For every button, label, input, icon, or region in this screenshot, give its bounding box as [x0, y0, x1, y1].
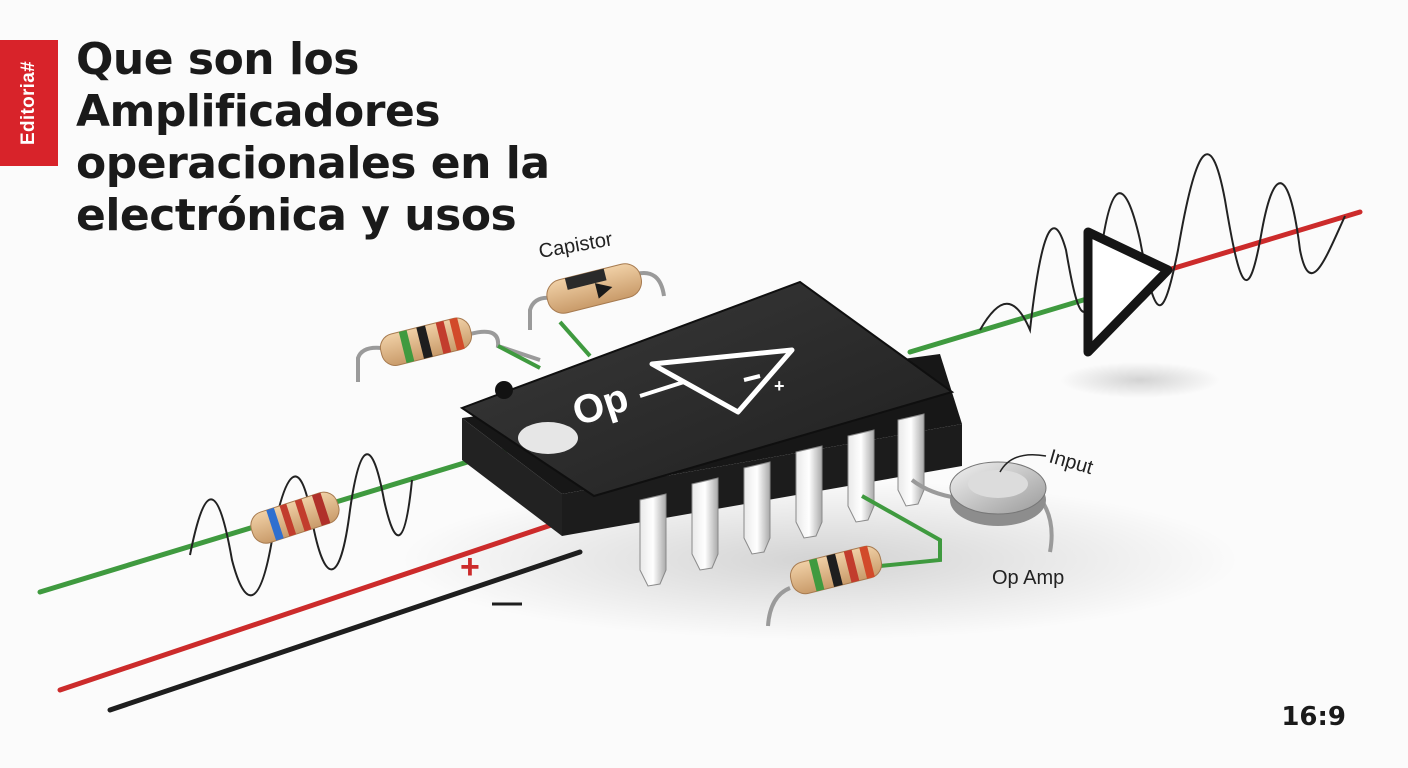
- negative-rail-wire: [107, 549, 583, 713]
- feedback-resistor-icon: [379, 317, 473, 366]
- chip-triangle-symbol-icon: [649, 347, 795, 415]
- op-amp-label: Op Amp: [992, 567, 1064, 589]
- triangle-shadow: [1060, 362, 1220, 398]
- positive-rail-wire: [57, 509, 593, 693]
- output-wire: [907, 295, 1093, 355]
- chip-pins: [639, 413, 925, 587]
- title-line-4: electrónica y usos: [76, 190, 517, 241]
- negative-rail-label: —: [492, 586, 522, 619]
- input-resistor-icon: [250, 491, 340, 544]
- capacitor-icon: [546, 263, 642, 314]
- output-sine-wave-icon: [979, 153, 1346, 334]
- positive-rail-label: +: [460, 548, 480, 586]
- title-line-1: Que son los: [76, 34, 359, 85]
- amplified-output-wire: [1165, 209, 1363, 273]
- title-line-3: operacionales en la: [76, 138, 550, 189]
- aspect-ratio-label: 16:9: [1281, 702, 1346, 732]
- disc-capacitor-icon: [949, 461, 1047, 526]
- chip-plus-sign: +: [774, 376, 785, 396]
- brand-tab: Editoria#: [0, 40, 58, 166]
- title-line-2: Amplificadores: [76, 86, 441, 137]
- capacitor-label: Capistor: [537, 228, 614, 263]
- page-title: Que son los Amplificadores operacionales…: [76, 34, 550, 242]
- input-label: Input: [1047, 446, 1096, 480]
- triangle-amplifier-symbol: [1083, 227, 1173, 357]
- bottom-resistor-icon: [789, 545, 883, 595]
